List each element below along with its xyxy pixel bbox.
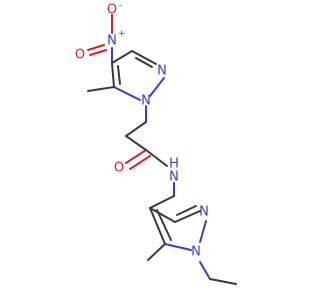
bond-ch2-ch2b xyxy=(149,195,175,209)
bond-n2-n1 xyxy=(149,77,165,97)
bond-ring2-n1-ethyl xyxy=(199,261,211,280)
bond-ring2-n1-c5 xyxy=(164,243,192,251)
bond-c3-n2-double xyxy=(135,57,153,68)
atom-n-pyrazole1-n2: N xyxy=(157,64,167,79)
bond-n1-c5 xyxy=(113,86,141,101)
atom-n-pyrazole2-n1: N xyxy=(191,245,201,260)
structure-canvas: O - N + O N N O N H N N xyxy=(75,1,237,285)
atom-n-nitro: N xyxy=(107,34,117,49)
bonds xyxy=(87,14,237,285)
atom-o-amide: O xyxy=(114,161,124,176)
bond-ring2-c5-c4-double xyxy=(156,209,172,241)
bond-c5-c4-double xyxy=(117,65,121,85)
bond-c4-c3 xyxy=(111,50,133,64)
atom-o-nitro-left: O xyxy=(75,48,85,63)
bond-ethyl-ch3 xyxy=(209,278,237,285)
atom-n-pyrazole1-n1: N xyxy=(141,94,151,109)
charge-nitro-n: + xyxy=(118,29,126,39)
bond-co-n xyxy=(145,149,168,167)
atom-labels: O - N + O N N O N H N N xyxy=(75,1,209,260)
bond-ch2-ch2 xyxy=(125,121,147,137)
atom-h-amide: H xyxy=(169,157,179,172)
bond-ring2-c3-n2-double xyxy=(176,205,197,216)
bond-ch2-co xyxy=(125,135,147,151)
bond-ring2-c4-c3 xyxy=(149,207,176,223)
bond-co-o-b xyxy=(129,155,151,170)
bond-ring2-c5-c4 xyxy=(149,207,166,245)
atom-n-pyrazole2-n2: N xyxy=(199,205,209,220)
atom-o-nitro-top: O xyxy=(107,3,117,18)
bond-co-o-a xyxy=(125,149,147,164)
bond-ring2-c3-n2 xyxy=(174,210,201,223)
bond-c5-c4 xyxy=(111,62,115,88)
bond-c5-methyl xyxy=(87,86,115,92)
bond-ring2-n2-n1 xyxy=(199,220,207,243)
bond-nitro-n-o-left-a xyxy=(87,44,105,51)
bond-ring2-c5-methyl xyxy=(147,243,166,261)
bond-nitro-n-o-left-b xyxy=(89,49,107,56)
atom-n-amide: N xyxy=(169,170,179,185)
molecule-structure: O - N + O N N O N H N N xyxy=(75,1,237,285)
charge-nitro-o: - xyxy=(119,1,122,11)
bond-c3-n2 xyxy=(131,50,157,65)
